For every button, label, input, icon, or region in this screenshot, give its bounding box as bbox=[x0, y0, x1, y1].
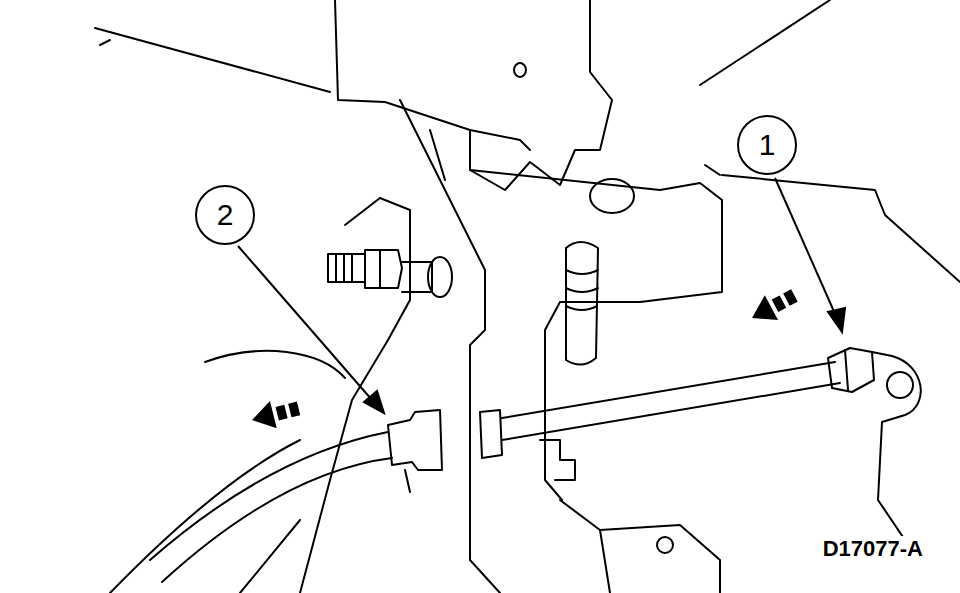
panel-line bbox=[705, 165, 720, 175]
frame-line bbox=[95, 28, 330, 92]
callout-number: 2 bbox=[217, 200, 234, 230]
lower-bracket bbox=[600, 530, 610, 593]
bracket-edge bbox=[470, 130, 530, 150]
bolt-nut bbox=[365, 250, 402, 288]
upper-bracket bbox=[335, 0, 612, 190]
panel-line bbox=[722, 175, 960, 282]
cable-end bbox=[845, 350, 848, 390]
frame-line bbox=[100, 40, 110, 45]
cable-rod bbox=[502, 362, 835, 418]
callout-circle: 1 bbox=[737, 115, 797, 175]
cable-rod bbox=[502, 383, 840, 440]
leader-line bbox=[775, 178, 836, 316]
bolt-washer bbox=[428, 257, 452, 297]
cable-end bbox=[828, 348, 874, 392]
leader-arrowhead bbox=[364, 391, 384, 413]
leader-line bbox=[238, 246, 372, 400]
lower-bracket bbox=[560, 500, 720, 593]
left-bracket bbox=[300, 198, 410, 593]
pivot-pin bbox=[566, 242, 598, 365]
grommet bbox=[480, 410, 502, 458]
bracket-plate bbox=[430, 130, 445, 180]
plate-hole bbox=[590, 179, 634, 213]
motion-arrow bbox=[249, 395, 302, 434]
plate-tab bbox=[540, 440, 575, 480]
bolt-stud bbox=[328, 254, 365, 282]
figure-number: D17077-A bbox=[821, 536, 925, 562]
bracket-plate bbox=[400, 100, 500, 593]
bracket-plate bbox=[470, 170, 722, 500]
bracket-hole bbox=[514, 63, 526, 77]
cable-clip bbox=[388, 410, 442, 470]
pin-ridge bbox=[566, 270, 598, 310]
lower-hole bbox=[657, 537, 673, 553]
bolt-thread bbox=[336, 254, 352, 282]
cable-housing bbox=[150, 432, 388, 560]
panel-line bbox=[700, 0, 830, 85]
motion-arrow bbox=[745, 283, 801, 330]
bolt-nut bbox=[379, 250, 381, 288]
callout-circle: 2 bbox=[195, 185, 255, 245]
cable-clip bbox=[405, 470, 410, 492]
shift-lever bbox=[870, 352, 921, 560]
cable-housing bbox=[162, 458, 392, 582]
left-bracket bbox=[205, 351, 345, 378]
leader-arrowhead bbox=[828, 308, 845, 332]
left-bracket bbox=[345, 198, 380, 225]
left-bracket bbox=[240, 520, 300, 593]
cable-housing bbox=[110, 440, 300, 593]
callout-number: 1 bbox=[759, 130, 776, 160]
lever-hole bbox=[887, 372, 913, 398]
